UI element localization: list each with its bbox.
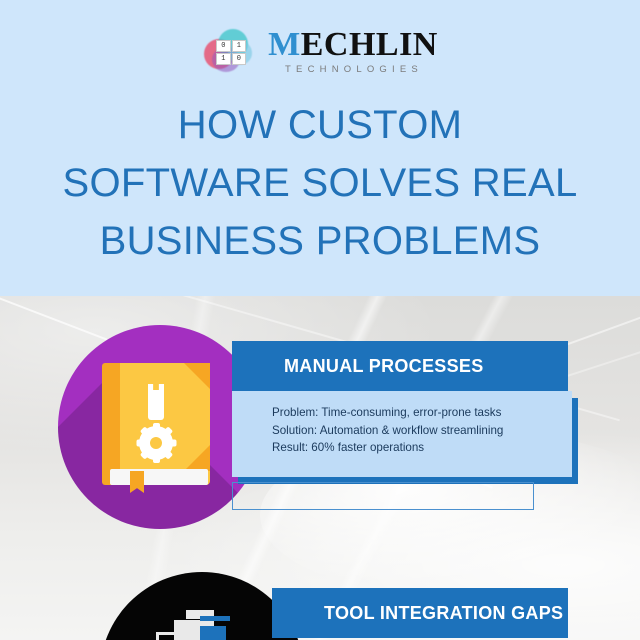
- brand-wordmark: MECHLIN TECHNOLOGIES: [268, 25, 438, 75]
- folder-document-integration-icon: [156, 610, 246, 640]
- card-title: TOOL INTEGRATION GAPS: [324, 602, 564, 623]
- page-title-line-2: SOFTWARE SOLVES REAL: [62, 161, 578, 205]
- header-section: 0 1 1 0 MECHLIN TECHNOLOGIES HOW CUSTOM …: [0, 0, 640, 296]
- card-header-tool-integration-gaps: TOOL INTEGRATION GAPS: [272, 588, 568, 638]
- binary-cell: 0: [231, 53, 247, 65]
- brand-name: MECHLIN: [268, 25, 438, 63]
- card-line-result: Result: 60% faster operations: [272, 441, 425, 454]
- mechlin-watercolor-logo-icon: 0 1 1 0: [202, 25, 262, 77]
- manual-book-wrench-gear-icon: [102, 363, 210, 493]
- page-title: HOW CUSTOM SOFTWARE SOLVES REAL BUSINESS…: [0, 96, 640, 270]
- binary-cell: 1: [216, 53, 231, 65]
- card-header-manual-processes: MANUAL PROCESSES: [232, 341, 568, 391]
- card-body-manual-processes: Problem: Time-consuming, error-prone tas…: [232, 391, 572, 477]
- page-title-line-3: BUSINESS PROBLEMS: [99, 219, 541, 263]
- binary-grid-icon: 0 1 1 0: [216, 40, 247, 65]
- card-outline-accent: [232, 482, 534, 510]
- binary-cell: 1: [231, 40, 247, 52]
- brand-logo: 0 1 1 0 MECHLIN TECHNOLOGIES: [0, 22, 640, 80]
- card-line-problem: Problem: Time-consuming, error-prone tas…: [272, 406, 502, 419]
- brand-initial: M: [268, 25, 301, 63]
- page-title-line-1: HOW CUSTOM: [177, 103, 463, 147]
- card-title: MANUAL PROCESSES: [284, 355, 484, 376]
- brand-tagline: TECHNOLOGIES: [285, 63, 423, 75]
- card-line-solution: Solution: Automation & workflow streamli…: [272, 423, 504, 437]
- brand-name-rest: ECHLIN: [300, 25, 438, 63]
- binary-cell: 0: [216, 40, 231, 52]
- card-icon-circle-purple: [58, 325, 262, 529]
- body-background: MANUAL PROCESSES Problem: Time-consuming…: [0, 296, 640, 640]
